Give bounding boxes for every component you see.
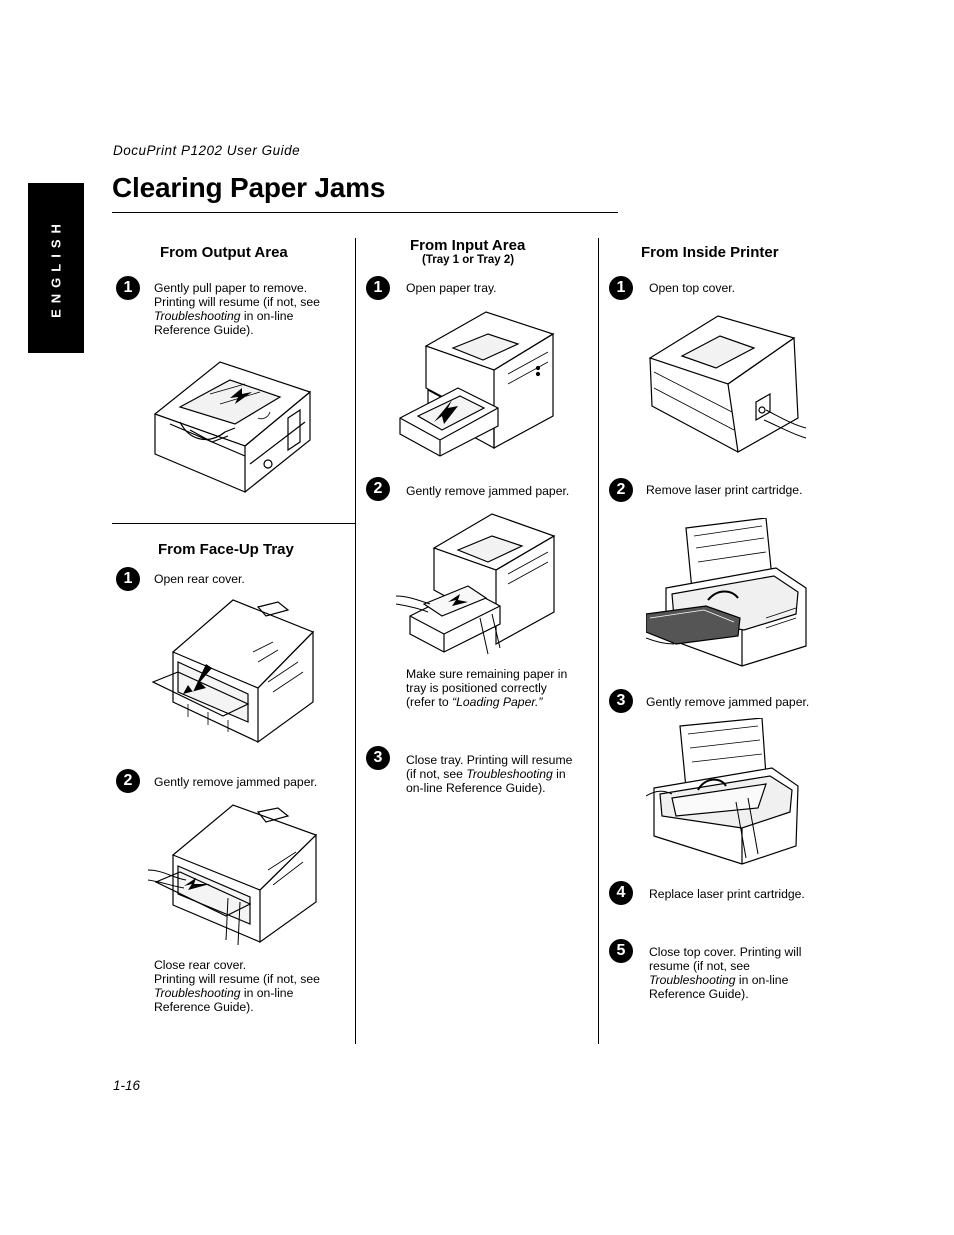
language-tab: ENGLISH	[28, 183, 84, 353]
step-line: Printing will resume (if not, see	[154, 972, 320, 986]
section-title-input-area: From Input Area	[410, 237, 526, 254]
cartridge-removal-illustration	[646, 518, 807, 667]
step-line-rest: in on-line	[240, 309, 294, 323]
step-text: Open top cover.	[649, 281, 735, 295]
step-text: Open paper tray.	[406, 281, 497, 295]
page-number: 1-16	[113, 1078, 141, 1093]
step-line: Gently pull paper to remove.	[154, 281, 308, 295]
step-line: (if not, see Troubleshooting in	[406, 767, 594, 781]
step-line: Close top cover. Printing will	[649, 945, 802, 959]
printer-rear-cover-open-illustration	[151, 599, 315, 744]
step-text: Gently remove jammed paper.	[646, 695, 809, 709]
step-number-badge: 5	[609, 939, 633, 963]
italic-ref: Troubleshooting	[154, 309, 241, 323]
step-line: Open top cover.	[649, 281, 736, 295]
step-line: Reference Guide).	[649, 987, 749, 1001]
column-divider-1	[355, 238, 356, 1044]
step-line: Replace laser print cartridge.	[649, 887, 805, 901]
section-subtitle-tray: (Tray 1 or Tray 2)	[422, 254, 515, 266]
step-text: Gently remove jammed paper.	[406, 484, 569, 498]
section-divider	[112, 523, 355, 524]
step-number-badge: 3	[366, 746, 390, 770]
step-text: Replace laser print cartridge.	[649, 887, 805, 901]
step-line: Troubleshooting in on-line	[154, 309, 350, 323]
section-title-face-up-tray: From Face-Up Tray	[158, 541, 294, 558]
printer-tray-open-illustration	[399, 311, 555, 457]
step-number-badge: 2	[366, 477, 390, 501]
step-line: Make sure remaining paper in	[406, 667, 568, 681]
step-line: Close rear cover.	[154, 958, 247, 972]
step-line-rest: in on-line	[735, 973, 789, 987]
guide-title: DocuPrint P1202 User Guide	[113, 143, 301, 158]
section-title-output-area: From Output Area	[160, 244, 288, 261]
step-line-rest: in	[552, 767, 566, 781]
language-tab-label: ENGLISH	[48, 218, 64, 318]
step-number-badge: 1	[116, 567, 140, 591]
step-text: Close tray. Printing will resume (if not…	[406, 753, 594, 795]
column-divider-2	[598, 238, 599, 1044]
page-title: Clearing Paper Jams	[112, 172, 386, 203]
printer-inside-jam-removal-illustration	[646, 718, 799, 865]
italic-ref: Troubleshooting	[466, 767, 553, 781]
step-line: Gently remove jammed paper.	[154, 775, 318, 789]
step-line: Open paper tray.	[406, 281, 497, 295]
step-line-pre: (refer to	[406, 695, 453, 709]
step-number-badge: 1	[609, 276, 633, 300]
step-number-badge: 4	[609, 881, 633, 905]
italic-ref: Troubleshooting	[154, 986, 241, 1000]
printer-rear-jam-removal-illustration	[148, 804, 318, 946]
step-line: Open rear cover.	[154, 572, 245, 586]
step-line: resume (if not, see	[649, 959, 750, 973]
step-line-pre: (if not, see	[406, 767, 467, 781]
italic-ref: Troubleshooting	[649, 973, 736, 987]
step-line: Gently remove jammed paper.	[406, 484, 570, 498]
step-line: Gently remove jammed paper.	[646, 695, 810, 709]
step-line: on-line Reference Guide).	[406, 781, 546, 795]
step-text: Remove laser print cartridge.	[646, 483, 802, 497]
italic-ref: “Loading Paper.”	[452, 695, 543, 709]
step-line: Remove laser print cartridge.	[646, 483, 803, 497]
step-line: Reference Guide).	[154, 323, 254, 337]
closing-instruction: Close rear cover. Printing will resume (…	[154, 958, 350, 1014]
step-number-badge: 3	[609, 689, 633, 713]
step-number-badge: 1	[116, 276, 140, 300]
step-text: Close top cover. Printing will resume (i…	[649, 945, 835, 1001]
printer-tray-jam-removal-illustration	[396, 513, 556, 655]
step-line: tray is positioned correctly	[406, 681, 547, 695]
title-divider	[112, 212, 618, 213]
step-line: Printing will resume (if not, see	[154, 295, 320, 309]
printer-output-area-illustration	[153, 361, 312, 493]
step-line: Close tray. Printing will resume	[406, 753, 573, 767]
step-number-badge: 1	[366, 276, 390, 300]
tray-note: Make sure remaining paper in tray is pos…	[406, 667, 592, 709]
step-text: Gently remove jammed paper.	[154, 775, 317, 789]
section-title-inside-printer: From Inside Printer	[641, 244, 779, 261]
step-number-badge: 2	[609, 478, 633, 502]
step-text: Gently pull paper to remove. Printing wi…	[154, 281, 350, 337]
step-line: Troubleshooting in on-line	[649, 973, 835, 987]
step-line: (refer to “Loading Paper.”	[406, 695, 592, 709]
step-line-rest: in on-line	[240, 986, 294, 1000]
step-text: Open rear cover.	[154, 572, 245, 586]
step-line: Reference Guide).	[154, 1000, 254, 1014]
step-number-badge: 2	[116, 769, 140, 793]
step-line: Troubleshooting in on-line	[154, 986, 350, 1000]
printer-top-cover-open-illustration	[648, 315, 807, 453]
